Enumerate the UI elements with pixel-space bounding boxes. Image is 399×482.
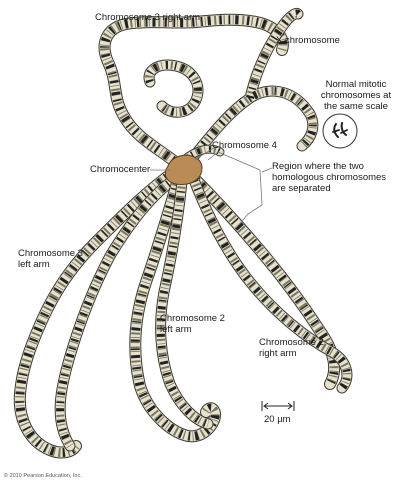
mitotic-inset-circle [323,114,357,148]
label-x-chromosome: X chromosome [276,35,340,46]
label-region-separated: Region where the two homologous chromoso… [272,161,386,194]
copyright-notice: © 2010 Pearson Education, Inc. [4,471,82,482]
label-chromocenter: Chromocenter [90,164,150,175]
chromosome-3-right-arm-loop [149,65,198,112]
label-line: left arm [160,324,225,335]
label-line: right arm [259,348,324,359]
label-chromosome-4: Chromosome 4 [212,140,277,151]
label-line: the same scale [318,101,394,112]
scale-bar [262,401,294,411]
label-line: Chromosome 2 [259,337,324,348]
label-line: Normal mitotic [318,79,394,90]
label-line: Chromosome 2 [160,313,225,324]
label-line: left arm [18,259,83,270]
region-leader [262,168,272,172]
label-scale-bar: 20 µm [264,414,291,425]
label-line: Region where the two [272,161,386,172]
label-normal-mitotic-chromosomes: Normal mitotic chromosomes at the same s… [318,79,394,112]
label-chromosome-2-right-arm: Chromosome 2 right arm [259,337,324,359]
label-chromosome-3-right-arm: Chromosome 3 right arm [95,12,200,23]
label-chromosome-3-left-arm: Chromosome 3 left arm [18,248,83,270]
label-line: Chromosome 3 [18,248,83,259]
label-line: homologous chromosomes [272,172,386,183]
label-line: chromosomes at [318,90,394,101]
label-chromosome-2-left-arm: Chromosome 2 left arm [160,313,225,335]
chromosome-arms [20,13,347,452]
label-line: are separated [272,183,386,194]
mitotic-chromosomes-inset [323,114,357,148]
